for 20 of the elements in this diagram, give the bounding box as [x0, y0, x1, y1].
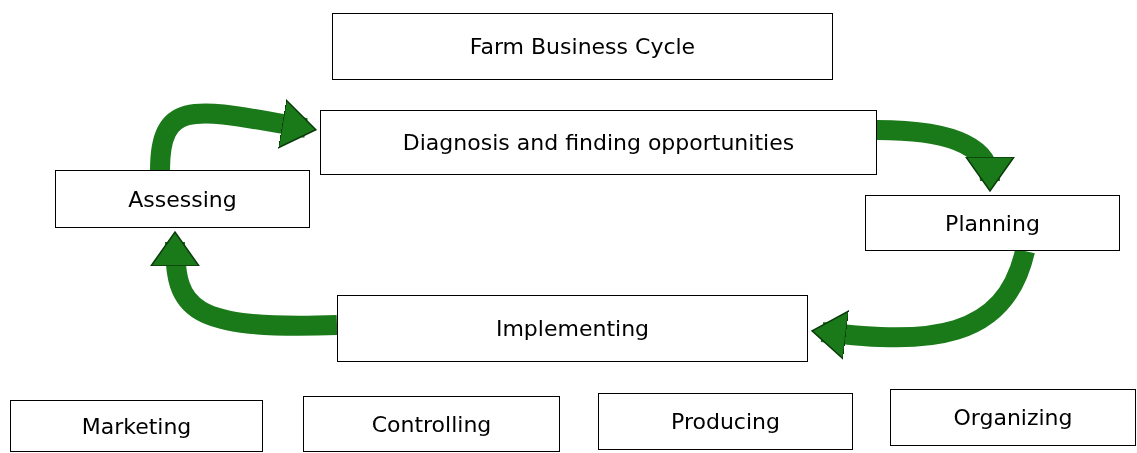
box-label: Diagnosis and finding opportunities: [402, 130, 795, 155]
box-label: Organizing: [953, 405, 1073, 430]
process-box: [10, 400, 263, 452]
curved-arrow: [150, 231, 338, 336]
process-box: [865, 195, 1120, 251]
box-label: Implementing: [495, 316, 650, 341]
box-label: Farm Business Cycle: [469, 34, 696, 59]
process-box: [320, 110, 877, 175]
process-box: [332, 13, 833, 80]
process-box: [55, 170, 310, 228]
curved-arrow: [876, 120, 1013, 192]
box-label: Marketing: [81, 413, 192, 439]
process-box: [598, 393, 853, 450]
process-box: [303, 396, 560, 452]
process-box: [337, 295, 808, 362]
box-label: Planning: [945, 210, 1040, 236]
box-label: Assessing: [128, 186, 237, 212]
box-label: Controlling: [371, 411, 492, 437]
box-label: Producing: [671, 409, 780, 434]
process-box: [890, 389, 1136, 446]
